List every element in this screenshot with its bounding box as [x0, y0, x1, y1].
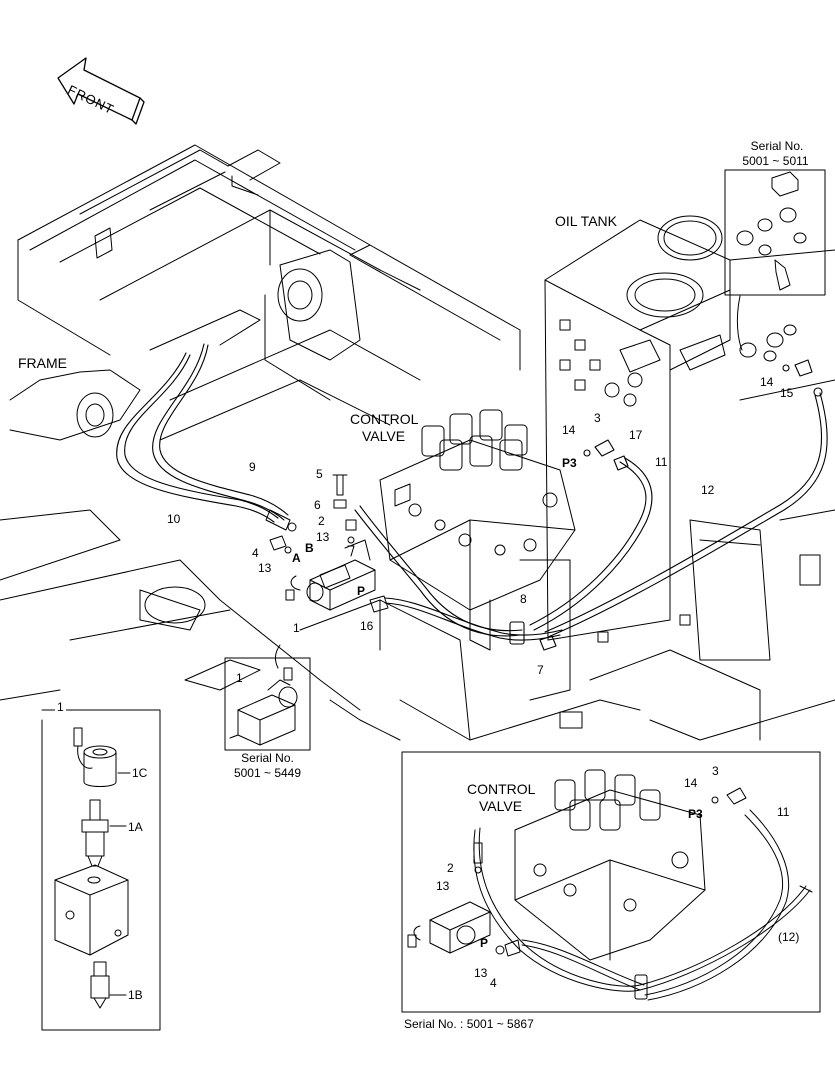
callout-1-exploded: 1 — [55, 700, 66, 714]
oil-tank — [544, 215, 731, 641]
callout-1b: 1B — [128, 988, 143, 1002]
hoses — [116, 343, 828, 651]
callout-16: 16 — [360, 619, 374, 633]
callout-11a: 11 — [655, 455, 668, 469]
callout-15: 15 — [780, 386, 794, 400]
callout-13d: 13 — [474, 966, 488, 980]
callout-2-inset: 2 — [447, 861, 454, 875]
callout-1-inset: 1 — [236, 671, 243, 685]
port-p3-label-inset: P3 — [688, 807, 703, 821]
serial-top-title: Serial No. — [750, 139, 804, 153]
right-structure — [559, 249, 835, 741]
callout-14b: 14 — [760, 375, 774, 389]
callout-2: 2 — [318, 514, 325, 528]
control-valve-label-line1: CONTROL — [350, 411, 419, 427]
callout-8: 8 — [520, 592, 527, 606]
control-valve — [379, 409, 576, 701]
callout-12a: 12 — [701, 483, 715, 497]
port-p-label: P — [357, 584, 366, 598]
callout-14a: 14 — [562, 423, 576, 437]
callout-1: 1 — [293, 621, 300, 635]
callout-7: 7 — [537, 663, 544, 677]
callout-3b: 3 — [712, 764, 719, 778]
callout-1c: 1C — [132, 766, 148, 780]
boom-boss — [76, 268, 323, 624]
inset-middle — [224, 644, 311, 751]
callout-4-inset: 4 — [490, 976, 497, 990]
serial-mid-title: Serial No. — [241, 751, 294, 765]
callout-13b: 13 — [258, 561, 272, 575]
control-valve-label-line2: VALVE — [362, 428, 406, 444]
port-b-label: B — [305, 541, 314, 555]
port-a-label: A — [292, 551, 301, 565]
serial-bottom: Serial No. : 5001 ~ 5867 — [404, 1017, 534, 1031]
inset-bottom-right — [401, 751, 821, 1013]
callout-4: 4 — [252, 546, 259, 560]
frame-outline — [0, 144, 641, 741]
callout-9: 9 — [249, 460, 256, 474]
front-arrow — [57, 57, 145, 125]
inset-control-valve-line1: CONTROL — [467, 781, 536, 797]
frame-label: FRAME — [18, 355, 67, 371]
inset-top-right — [724, 169, 826, 351]
callout-3a: 3 — [594, 411, 601, 425]
callout-13c: 13 — [436, 879, 450, 893]
callout-14c: 14 — [684, 776, 698, 790]
tank-fittings — [739, 324, 797, 362]
callout-13a: 13 — [316, 530, 330, 544]
port-p3-label: P3 — [562, 456, 577, 470]
callout-12b: (12) — [778, 930, 800, 944]
solenoid-valve-block — [265, 474, 389, 613]
callout-11b: 11 — [777, 805, 790, 819]
callout-1a: 1A — [128, 820, 143, 834]
inset-exploded — [41, 709, 161, 1031]
callout-10: 10 — [167, 512, 181, 526]
inset-control-valve-line2: VALVE — [479, 798, 523, 814]
callout-5: 5 — [316, 467, 323, 481]
callout-6: 6 — [314, 498, 321, 512]
callout-17: 17 — [629, 428, 643, 442]
port-p-label-inset: P — [480, 936, 489, 950]
serial-top-range: 5001 ~ 5011 — [742, 154, 809, 168]
oil-tank-label: OIL TANK — [555, 213, 617, 229]
serial-mid-range: 5001 ~ 5449 — [233, 766, 302, 780]
